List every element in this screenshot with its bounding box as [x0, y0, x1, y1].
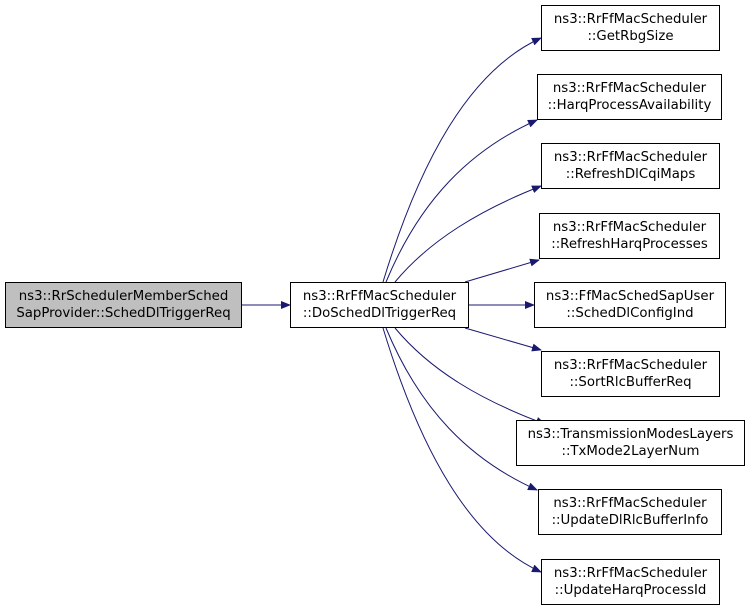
callee-node-refresh-dl-cqi-maps[interactable]: ns3::RrFfMacScheduler ::RefreshDlCqiMaps — [541, 143, 720, 189]
callee-line2: ::TxMode2LayerNum — [561, 444, 699, 459]
callee-node-get-rbg-size[interactable]: ns3::RrFfMacScheduler ::GetRbgSize — [541, 5, 720, 51]
callee-line1: ns3::RrFfMacScheduler — [554, 358, 708, 373]
middle-node[interactable]: ns3::RrFfMacScheduler ::DoSchedDlTrigger… — [290, 282, 469, 328]
callee-node-update-dl-rlc-buffer-info[interactable]: ns3::RrFfMacScheduler ::UpdateDlRlcBuffe… — [538, 489, 722, 535]
root-node[interactable]: ns3::RrSchedulerMemberSched SapProvider:… — [5, 282, 242, 328]
callee-node-harq-process-availability[interactable]: ns3::RrFfMacScheduler ::HarqProcessAvail… — [537, 74, 722, 120]
edge-to-refresh-dl-cqi-maps — [394, 185, 542, 283]
edge-to-update-harq-process-id — [382, 327, 542, 573]
edge-to-tx-mode-2-layer-num — [394, 327, 546, 425]
callee-line1: ns3::FfMacSchedSapUser — [546, 289, 715, 304]
edges — [242, 37, 546, 573]
root-node-line2: SapProvider::SchedDlTriggerReq — [16, 306, 230, 321]
callee-line1: ns3::RrFfMacScheduler — [554, 12, 708, 27]
edge-to-refresh-harq-processes — [464, 258, 540, 283]
callee-line2: ::HarqProcessAvailability — [548, 98, 712, 113]
nodes: ns3::RrSchedulerMemberSched SapProvider:… — [5, 5, 745, 605]
root-node-line1: ns3::RrSchedulerMemberSched — [19, 289, 229, 304]
callee-line1: ns3::RrFfMacScheduler — [553, 81, 707, 96]
callee-node-refresh-harq-processes[interactable]: ns3::RrFfMacScheduler ::RefreshHarqProce… — [539, 213, 720, 259]
middle-node-line1: ns3::RrFfMacScheduler — [303, 289, 457, 304]
callee-node-sched-dl-config-ind[interactable]: ns3::FfMacSchedSapUser ::SchedDlConfigIn… — [534, 282, 726, 328]
callee-line1: ns3::RrFfMacScheduler — [554, 150, 708, 165]
callee-line1: ns3::RrFfMacScheduler — [553, 496, 707, 511]
callee-line2: ::GetRbgSize — [587, 29, 673, 44]
callee-node-tx-mode-2-layer-num[interactable]: ns3::TransmissionModesLayers ::TxMode2La… — [516, 420, 745, 466]
callee-line2: ::RefreshDlCqiMaps — [566, 167, 696, 182]
callee-line2: ::UpdateDlRlcBufferInfo — [552, 513, 709, 528]
callee-node-update-harq-process-id[interactable]: ns3::RrFfMacScheduler ::UpdateHarqProces… — [541, 559, 720, 605]
edge-to-get-rbg-size — [382, 37, 542, 283]
callee-line1: ns3::RrFfMacScheduler — [554, 566, 708, 581]
edge-to-harq-process-availability — [385, 119, 538, 283]
callee-line2: ::SchedDlConfigInd — [566, 306, 693, 321]
callee-line1: ns3::RrFfMacScheduler — [553, 220, 707, 235]
callee-line2: ::RefreshHarqProcesses — [551, 237, 708, 252]
callee-line2: ::UpdateHarqProcessId — [555, 583, 707, 598]
callee-node-sort-rlc-buffer-req[interactable]: ns3::RrFfMacScheduler ::SortRlcBufferReq — [541, 351, 720, 397]
edge-to-sort-rlc-buffer-req — [464, 327, 542, 352]
edge-to-update-dl-rlc-buffer-info — [385, 327, 538, 491]
callee-line1: ns3::TransmissionModesLayers — [528, 427, 734, 442]
callee-line2: ::SortRlcBufferReq — [569, 375, 691, 390]
middle-node-line2: ::DoSchedDlTriggerReq — [303, 306, 456, 321]
